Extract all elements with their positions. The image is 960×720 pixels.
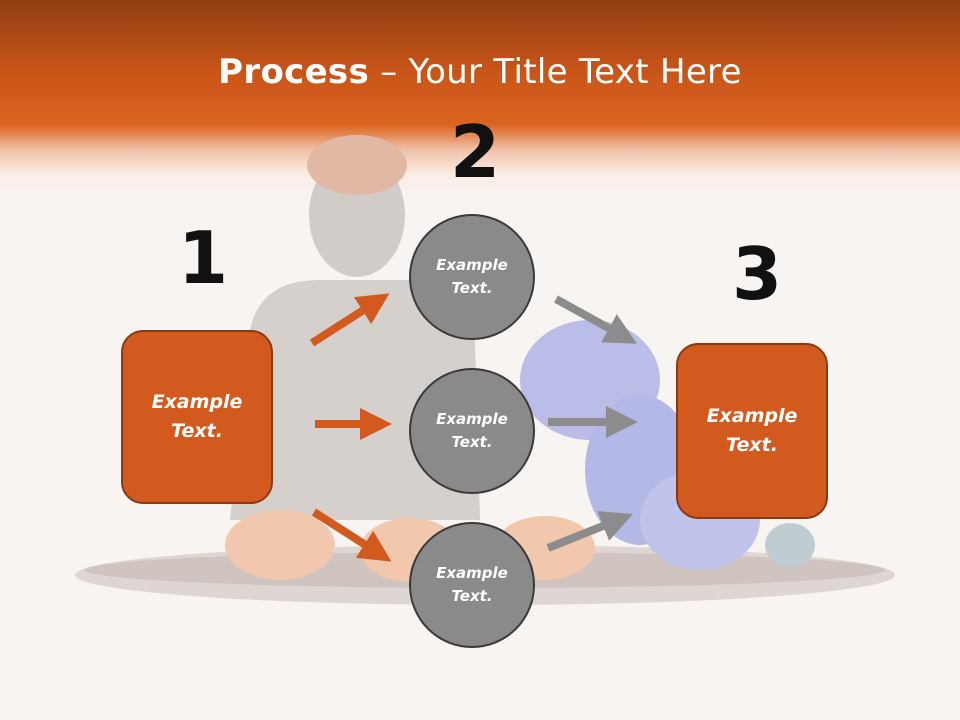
arrow-orange-down [311, 508, 392, 562]
title-bold: Process [218, 52, 370, 92]
step-box-1-text: Example Text. [151, 391, 243, 442]
arrow-orange-up [309, 293, 390, 347]
arrow-gray-down [554, 295, 638, 344]
step-box-3: Example Text. [676, 343, 828, 519]
title-banner [0, 0, 960, 200]
step-number-1: 1 [178, 216, 229, 300]
circle-top-text: Example Text. [436, 256, 508, 297]
circle-middle-text: Example Text. [436, 410, 508, 451]
circle-bottom-text: Example Text. [436, 564, 508, 605]
step-box-3-text: Example Text. [706, 405, 798, 456]
page-title: Process – Your Title Text Here [0, 52, 960, 92]
title-rest: – Your Title Text Here [369, 52, 742, 92]
circle-top: Example Text. [409, 214, 535, 340]
step-number-2: 2 [450, 110, 501, 194]
circle-middle: Example Text. [409, 368, 535, 494]
step-box-1: Example Text. [121, 330, 273, 504]
circle-bottom: Example Text. [409, 522, 535, 648]
step-number-3: 3 [732, 232, 783, 316]
arrow-gray-up [546, 511, 633, 552]
